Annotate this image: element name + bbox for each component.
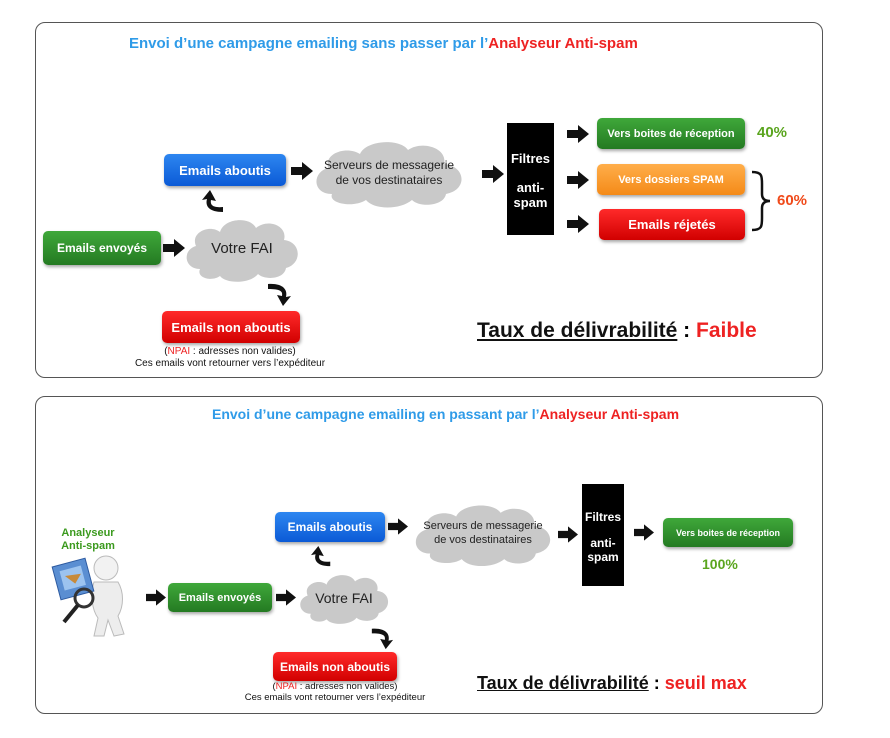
serveurs-cloud [415, 505, 551, 567]
diagram1-title: Envoi d’une campagne emailing sans passe… [129, 35, 638, 52]
filtres-line1: Filtres [510, 151, 550, 166]
npai-open: ( [164, 346, 168, 357]
filtres-line1: Filtres [584, 510, 621, 524]
diagram-panel-2 [35, 396, 823, 714]
fai-cloud [300, 575, 389, 624]
serveurs-line1: Serveurs de messagerie [323, 158, 455, 172]
pct-other: 60% [777, 192, 808, 209]
npai-label: NPAI [275, 681, 298, 692]
serveurs-line1: Serveurs de messagerie [423, 520, 543, 532]
taux-delivrabilite-2: Taux de délivrabilité : seuil max [477, 673, 747, 694]
diagram1-title-highlight: Analyseur Anti-spam [488, 35, 638, 52]
curved-arrow-up-icon [311, 546, 331, 567]
serveurs-label: Serveurs de messagerie de vos destinatai… [408, 519, 558, 547]
emails-envoyes-box: Emails envoyés [43, 231, 161, 265]
fai-cloud [186, 220, 298, 282]
filtres-antispam-box: Filtres anti- spam [582, 484, 624, 586]
spam-box: Vers dossiers SPAM [597, 164, 745, 195]
emails-non-aboutis-box: Emails non aboutis [273, 652, 397, 681]
arrow-right-icon [482, 165, 504, 183]
analyseur-line2: Anti-spam [61, 540, 115, 552]
serveurs-cloud [316, 142, 462, 208]
filtres-line3: spam [513, 195, 548, 210]
filtres-line3: spam [587, 550, 619, 564]
curved-arrow-down-icon [371, 628, 394, 650]
arrow-right-icon [388, 518, 408, 535]
reception-box: Vers boites de réception [597, 118, 745, 149]
emails-envoyes-box: Emails envoyés [168, 583, 272, 612]
curved-arrow-down-icon [268, 283, 291, 306]
curved-arrow-up-icon [202, 190, 223, 212]
npai-note: (NPAI : adresses non valides) Ces emails… [215, 681, 455, 703]
npai-open: ( [272, 681, 276, 692]
analyseur-line1: Analyseur [61, 527, 115, 539]
npai-note: (NPAI : adresses non valides) Ces emails… [110, 346, 350, 370]
taux-sep: : [648, 673, 665, 693]
pct-reception: 100% [702, 556, 738, 572]
serveurs-label: Serveurs de messagerie de vos destinatai… [308, 158, 470, 188]
arrow-right-icon [276, 589, 296, 606]
diagram2-title-prefix: Envoi d’une campagne emailing en passant… [212, 406, 540, 422]
note-line2: Ces emails vont retourner vers l’expédit… [134, 358, 326, 369]
taux-label: Taux de délivrabilité [477, 319, 678, 342]
arrow-right-icon [567, 171, 589, 189]
analyseur-figure-icon [51, 555, 125, 637]
taux-value: seuil max [664, 673, 747, 693]
arrow-right-icon [146, 589, 166, 606]
rejetes-box: Emails réjetés [599, 209, 745, 240]
emails-aboutis-box: Emails aboutis [275, 512, 385, 542]
npai-rest: : adresses non valides) [297, 681, 398, 692]
filtres-antispam-box: Filtres anti- spam [507, 123, 554, 235]
arrow-right-icon [567, 125, 589, 143]
votre-fai-label: Votre FAI [211, 240, 273, 257]
reception-box: Vers boites de réception [663, 518, 793, 547]
pct-reception: 40% [757, 124, 788, 141]
analyseur-label: Analyseur Anti-spam [48, 527, 128, 553]
arrow-right-icon [163, 239, 185, 257]
filtres-line2: anti- [590, 536, 616, 550]
brace-icon [751, 170, 771, 232]
emails-non-aboutis-box: Emails non aboutis [162, 311, 300, 343]
note-line2: Ces emails vont retourner vers l’expédit… [244, 692, 426, 703]
filtres-line2: anti- [516, 180, 545, 195]
taux-label: Taux de délivrabilité [477, 673, 649, 693]
npai-rest: : adresses non valides) [190, 346, 296, 357]
arrow-right-icon [558, 526, 578, 543]
votre-fai-label: Votre FAI [315, 590, 373, 606]
taux-sep: : [677, 319, 697, 342]
diagram2-title-highlight: Analyseur Anti-spam [539, 406, 680, 422]
taux-value: Faible [696, 319, 757, 342]
diagram2-title: Envoi d’une campagne emailing en passant… [212, 406, 679, 422]
arrow-right-icon [634, 524, 654, 541]
emails-aboutis-box: Emails aboutis [164, 154, 286, 186]
arrow-right-icon [291, 162, 313, 180]
serveurs-line2: de vos destinataires [434, 534, 532, 546]
diagram1-title-prefix: Envoi d’une campagne emailing sans passe… [129, 35, 489, 52]
taux-delivrabilite-1: Taux de délivrabilité : Faible [477, 319, 757, 343]
serveurs-line2: de vos destinataires [335, 173, 443, 187]
arrow-right-icon [567, 215, 589, 233]
npai-label: NPAI [167, 346, 191, 357]
